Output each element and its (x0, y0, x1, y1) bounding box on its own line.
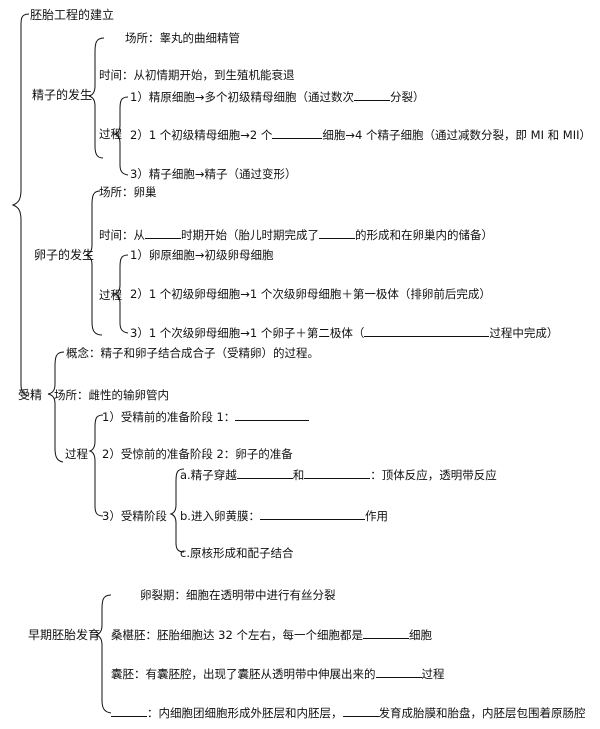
root-brace (11, 13, 30, 397)
sperm-label: 精子的发生 (32, 88, 93, 102)
egg-step3: 3）1 个次级卵母细胞→1 个卵子＋第二极体（过程中完成） (130, 326, 559, 340)
sperm-place: 场所：睾丸的曲细精管 (125, 31, 240, 45)
blank-corona-radiata[interactable] (236, 468, 293, 479)
sperm-brace (88, 37, 105, 159)
blank-sperm-capacitation[interactable] (235, 410, 310, 421)
fert-stage3: 3）受精阶段 (102, 509, 167, 523)
embryo-blastocyst: 囊胚：有囊胚腔，出现了囊胚从透明带中伸展出来的过程 (111, 667, 445, 681)
blank-secondary-cell[interactable] (272, 128, 323, 139)
blank-hatching[interactable] (375, 667, 422, 678)
egg-process-label: 过程 (99, 288, 122, 302)
fert-stage2: 2）受惊前的准备阶段 2：卵子的准备 (102, 447, 293, 461)
egg-time: 时间：从时期开始（胎儿时期完成了的形成和在卵巢内的储备） (99, 228, 493, 242)
fert-brace (47, 351, 65, 463)
sperm-process-label: 过程 (99, 127, 122, 141)
fert-step-a: a.精子穿越和：顶体反应，透明带反应 (180, 468, 497, 482)
fert-process-brace (88, 414, 104, 517)
egg-step1: 1）卵原细胞→初级卵母细胞 (130, 248, 274, 262)
fert-stage1: 1）受精前的准备阶段 1： (102, 410, 310, 424)
sperm-time: 时间：从初情期开始，到生殖机能衰退 (99, 68, 295, 82)
embryo-gastrula: ：内细胞团细胞形成外胚层和内胚层，发育成胎膜和胎盘，内胚层包围着原肠腔 (111, 706, 586, 720)
sperm-process-brace (113, 96, 129, 176)
egg-process-brace (113, 254, 129, 334)
embryo-brace (95, 594, 112, 714)
blank-division-type[interactable] (353, 90, 390, 101)
blank-totipotent[interactable] (362, 628, 409, 639)
fert-stage-brace (169, 468, 185, 553)
embryo-cleavage: 卵裂期：细胞在透明带中进行有丝分裂 (140, 588, 336, 602)
sperm-step2: 2）1 个初级精母细胞→2 个细胞→4 个精子细胞（通过减数分裂，即 MI 和 … (130, 128, 591, 142)
fert-step-b: b.进入卵黄膜：作用 (180, 509, 388, 523)
embryo-morula: 桑椹胚：胚胎细胞达 32 个左右，每一个细胞都是细胞 (111, 628, 432, 642)
fert-label: 受精 (18, 388, 43, 402)
fert-concept: 概念：精子和卵子结合成合子（受精卵）的过程。 (66, 346, 319, 360)
root-title: 胚胎工程的建立 (30, 8, 115, 22)
egg-step2: 2）1 个初级卵母细胞→1 个次级卵母细胞＋第一极体（排卵前后完成） (130, 287, 491, 301)
egg-label: 卵子的发生 (34, 248, 95, 262)
fert-process-label: 过程 (65, 447, 88, 461)
blank-zona-pellucida[interactable] (304, 468, 371, 479)
fert-step-c: c.原核形成和配子结合 (180, 546, 294, 560)
blank-second-meiosis[interactable] (364, 326, 490, 337)
blank-trophoblast[interactable] (342, 706, 379, 717)
fert-place: 场所：雌性的输卵管内 (54, 388, 169, 402)
sperm-step1: 1）精原细胞→多个初级精母细胞（通过数次分裂） (130, 90, 425, 104)
blank-gastrula[interactable] (111, 706, 147, 717)
egg-place: 场所：卵巢 (99, 185, 157, 199)
embryo-label: 早期胚胎发育 (28, 628, 101, 642)
blank-egg-period[interactable] (145, 228, 181, 239)
blank-egg-formation[interactable] (319, 228, 355, 239)
sperm-step3: 3）精子细胞→精子（通过变形） (130, 167, 297, 181)
egg-brace (85, 190, 103, 336)
blank-membrane-reaction[interactable] (259, 509, 365, 520)
